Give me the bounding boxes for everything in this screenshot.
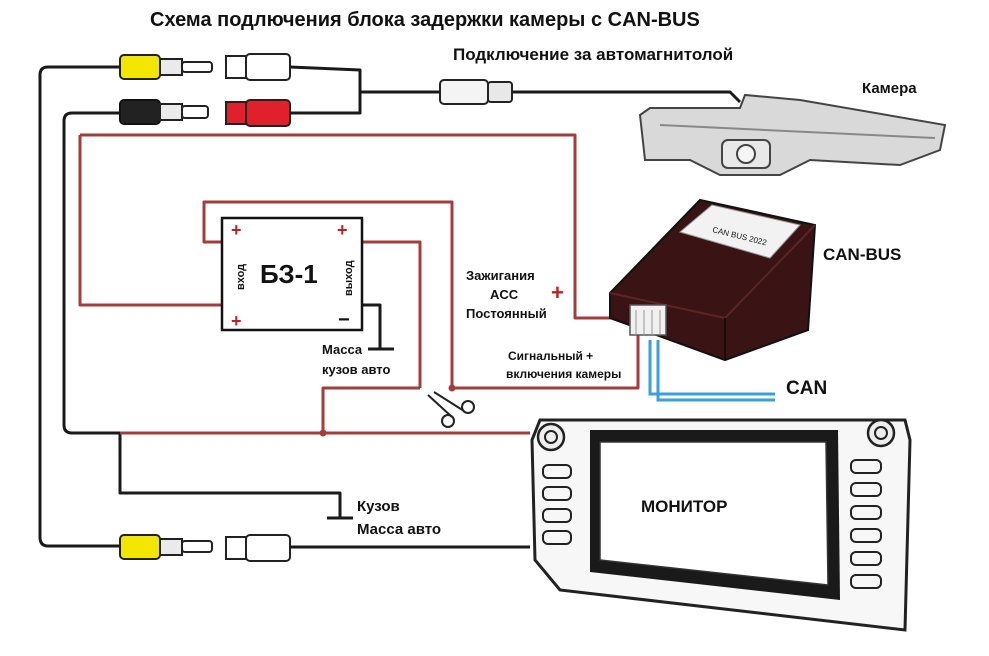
bz1-module xyxy=(220,216,364,332)
diagram-title: Схема подлючения блока задержки камеры с… xyxy=(150,9,700,31)
rca-black xyxy=(119,99,209,125)
rca-yellow-top xyxy=(119,54,213,80)
canbus-label: CAN-BUS xyxy=(823,245,901,264)
signal-label-2: включения камеры xyxy=(506,367,621,381)
module-plus-in-top: + xyxy=(231,220,242,240)
black-wires xyxy=(38,65,742,549)
rca-red xyxy=(225,99,291,127)
scissors-icon xyxy=(427,391,475,428)
module-plus-in-bottom: + xyxy=(231,311,242,331)
ground-wire-2 xyxy=(118,433,342,517)
ground1-label-2: кузов авто xyxy=(322,362,390,377)
red-wires xyxy=(78,133,640,435)
can-label: CAN xyxy=(786,378,827,399)
camera-label: Камера xyxy=(862,80,917,97)
camera-plug xyxy=(439,79,513,105)
module-in-label: вход xyxy=(235,264,247,290)
module-out xyxy=(350,240,422,388)
ignition-plus: + xyxy=(551,280,564,305)
ground2-label-2: Масса авто xyxy=(357,521,441,538)
monitor-image xyxy=(530,418,912,632)
ground1-label-1: Масса xyxy=(322,342,363,357)
module-plus-out-top: + xyxy=(337,220,348,240)
ignition-label-2: ACC xyxy=(490,287,519,302)
acc-to-canbus xyxy=(80,133,630,320)
rca-yellow-bottom xyxy=(119,534,213,560)
module-in-top xyxy=(202,200,454,388)
ground2-label-1: Кузов xyxy=(357,498,400,515)
rca-white-top xyxy=(225,53,291,81)
acc-to-module-in xyxy=(78,135,222,307)
video-wire-left-loop xyxy=(38,65,122,548)
ignition-label-1: Зажигания xyxy=(466,268,535,283)
ignition-label-3: Постоянный xyxy=(466,306,547,321)
module-minus: − xyxy=(338,309,350,331)
rca-white-bottom xyxy=(225,534,291,562)
module-out-label: выход xyxy=(343,260,355,296)
diagram-subtitle: Подключение за автомагнитолой xyxy=(453,45,733,64)
signal-label-1: Сигнальный + xyxy=(508,349,593,363)
can-wires xyxy=(648,340,775,402)
camera-image xyxy=(638,93,947,176)
power-wire-left-loop xyxy=(62,111,122,435)
canbus-box-image xyxy=(609,198,817,362)
camera-cable xyxy=(289,65,742,115)
monitor-label: МОНИТОР xyxy=(641,497,727,516)
junction-dots xyxy=(319,384,456,437)
signal-to-canbus xyxy=(452,333,640,390)
ground-link xyxy=(321,386,420,433)
module-name: БЗ-1 xyxy=(260,259,318,289)
